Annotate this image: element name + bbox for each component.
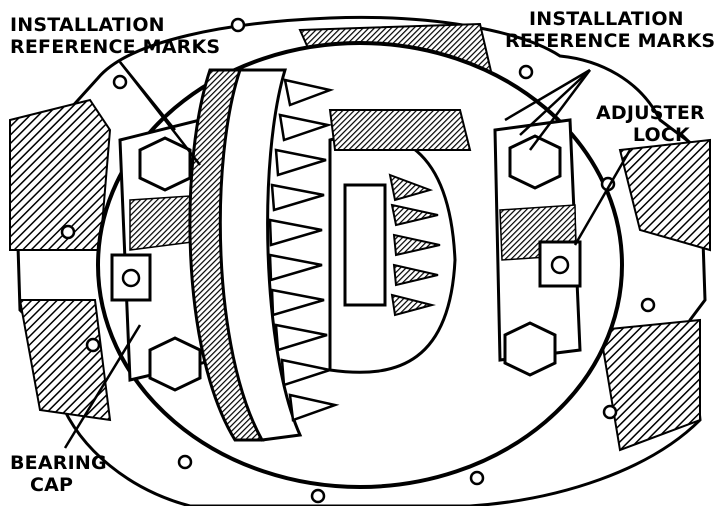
differential-window xyxy=(343,183,387,307)
left-lower-bolt xyxy=(148,336,202,392)
right-flange-hatch xyxy=(618,138,711,252)
label-installation-right-line2: REFERENCE MARKS xyxy=(505,30,716,52)
pinion-shading xyxy=(328,109,472,151)
leader-lines xyxy=(63,61,632,449)
left-upper-bolt xyxy=(138,136,192,192)
label-adjuster-lock: ADJUSTER LOCK xyxy=(596,102,705,146)
side-gear-teeth xyxy=(388,173,441,317)
label-adjuster-line1: ADJUSTER xyxy=(596,102,705,124)
label-adjuster-line2: LOCK xyxy=(632,124,690,146)
ring-gear-face xyxy=(218,68,303,442)
right-lower-bolt xyxy=(503,321,557,377)
flange-bolt-holes xyxy=(60,17,656,504)
left-lower-hatch xyxy=(18,299,112,422)
label-installation-left-line1: INSTALLATION xyxy=(10,14,165,36)
label-bearing-line2: CAP xyxy=(30,474,74,496)
label-installation-marks-left: INSTALLATION REFERENCE MARKS xyxy=(10,14,220,58)
label-installation-right-line1: INSTALLATION xyxy=(529,8,684,30)
ring-gear-teeth xyxy=(268,78,340,422)
left-flange-hatch xyxy=(9,98,112,251)
label-bearing-line1: BEARING xyxy=(10,452,107,474)
right-upper-bolt xyxy=(508,134,562,190)
label-installation-left-line2: REFERENCE MARKS xyxy=(10,36,221,58)
label-installation-marks-right: INSTALLATION REFERENCE MARKS xyxy=(505,8,715,52)
label-bearing-cap: BEARING CAP xyxy=(10,452,107,496)
